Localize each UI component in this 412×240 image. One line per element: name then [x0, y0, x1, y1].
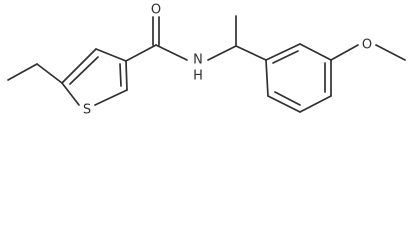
bond-thiophene-c2-c3	[125, 60, 128, 91]
bond-nitrogen-methine	[207, 45, 237, 61]
bond-benzene-3-4	[299, 95, 332, 113]
bond-ethyl-ch2-ring	[36, 63, 63, 84]
carbonyl-oxygen-label: O	[151, 3, 161, 18]
atom-label-group: S O N H O	[83, 3, 372, 118]
bond-group	[7, 15, 406, 113]
bond-thiophene-c3-c4	[95, 48, 127, 62]
bond-methoxy-oxygen-methyl	[375, 44, 406, 61]
amide-nitrogen-label: N	[193, 53, 203, 68]
bond-thiophene-c4-c5-double	[69, 56, 99, 85]
bond-thiophene-c5-s	[61, 82, 80, 106]
sulfur-atom-label: S	[83, 103, 91, 118]
bond-methine-ring	[235, 45, 267, 61]
bond-benzene-6-1	[265, 43, 301, 61]
methoxy-oxygen-label: O	[362, 38, 372, 53]
bond-benzene-6-1-double	[272, 50, 299, 64]
bond-ring-methoxy-oxygen	[330, 44, 359, 61]
bond-ring-carbonyl	[125, 44, 157, 62]
amide-hydrogen-label: H	[193, 69, 203, 84]
bond-ethyl-ch3-ch2	[7, 63, 38, 81]
bond-carbonyl-nitrogen	[155, 44, 188, 61]
molecule-structure: S O N H O	[7, 3, 406, 118]
bond-thiophene-c2-c3-double	[119, 63, 122, 87]
bond-thiophene-c4-c5	[61, 48, 97, 84]
bond-benzene-2-3-double	[274, 91, 301, 106]
bond-thiophene-s-c2	[94, 89, 128, 106]
bond-benzene-5-6	[299, 43, 332, 61]
bond-benzene-2-3	[267, 95, 301, 113]
bond-benzene-1-2	[265, 59, 269, 97]
